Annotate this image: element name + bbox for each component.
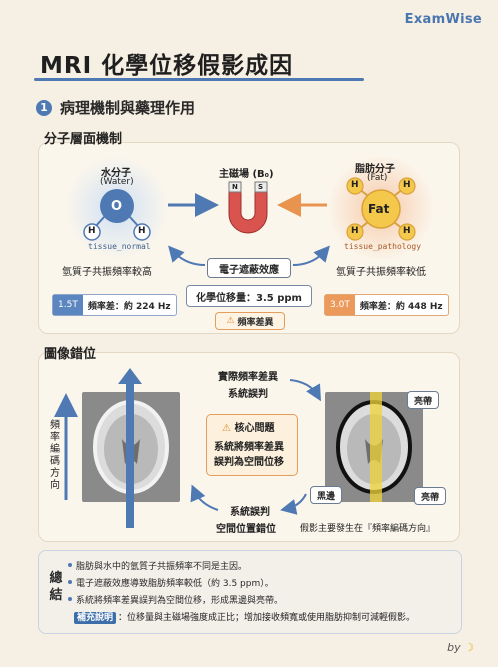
- page-title: MRI 化學位移假影成因: [40, 53, 294, 79]
- magnet-label: 主磁場 (B₀): [219, 169, 274, 180]
- summary-label: 總結: [49, 571, 63, 603]
- section-label: 病理機制與藥理作用: [60, 99, 196, 117]
- image-panel-title: 圖像錯位: [44, 347, 97, 362]
- encoding-direction-label: 頻率編碼方向: [50, 420, 60, 491]
- warning-icon: ⚠: [226, 316, 235, 326]
- supplement-tag: 補充說明: [74, 612, 117, 624]
- fat-symbol: Fat: [368, 202, 390, 216]
- fat-hydrogen-atom: [346, 223, 364, 241]
- spatial-error-text: 空間位置錯位: [216, 524, 276, 535]
- title-underline: [34, 78, 364, 81]
- arrow-shielding-to-water: [168, 245, 206, 266]
- magnet-pole-n: [228, 181, 242, 193]
- summary-bullet-1: 脂肪與水中的氫質子共振頻率不同是主因。: [67, 559, 247, 572]
- artifact-brain-image: [325, 392, 423, 502]
- oxygen-symbol: O: [111, 199, 123, 214]
- misjudge-bottom-text: 系統誤判: [230, 507, 270, 518]
- section-number: 1: [36, 99, 52, 116]
- magnet-n-label: N: [232, 183, 238, 191]
- system-misjudge-text: 系統誤判: [228, 389, 268, 400]
- fat-hydrogen-atom: [398, 223, 416, 241]
- warning-icon: ⚠: [222, 423, 231, 434]
- summary-supplement: 補充說明：位移量與主磁場強度成正比；增加接收頻寬或使用脂肪抑制可減輕假影。: [74, 610, 415, 624]
- encoding-note: 假影主要發生在『頻率編碼方向』: [300, 524, 436, 534]
- fat-hydrogen-atom: [398, 177, 416, 195]
- fat-hydrogen-atom: [346, 177, 364, 195]
- core-problem-text-1: 系統將頻率差異: [214, 442, 284, 453]
- magnet-icon: [228, 187, 268, 234]
- fat-molecule: [361, 189, 401, 229]
- frequency-warning-box: ⚠ 頻率差異: [215, 312, 285, 330]
- arrow-to-normal: [190, 484, 219, 511]
- bright-band-label-bottom: 亮帶: [414, 487, 446, 505]
- summary-bullet-2: 電子遮蔽效應導致脂肪頻率較低（約 3.5 ppm）。: [68, 576, 274, 589]
- water-label: 水分子: [101, 168, 131, 179]
- core-problem-box: [206, 414, 298, 476]
- water-oxygen-atom: [100, 189, 134, 223]
- hydrogen-symbol: H: [88, 226, 96, 236]
- encoding-direction-arrow-head: [118, 368, 142, 384]
- shielding-box: 電子遮蔽效應: [207, 258, 291, 278]
- water-hydrogen-atom: [83, 223, 101, 241]
- footer-signature: by ☽: [447, 641, 474, 654]
- hydrogen-symbol: H: [351, 226, 359, 236]
- hydrogen-symbol: H: [403, 180, 411, 190]
- water-tissue-tag: tissue_normal: [88, 242, 151, 251]
- water-frequency-text: 氫質子共振頻率較高: [62, 267, 152, 278]
- molecular-panel-title: 分子層面機制: [44, 132, 123, 147]
- water-hydrogen-atom: [133, 223, 151, 241]
- water-sublabel: (Water): [100, 177, 134, 187]
- hydrogen-symbol: H: [138, 226, 146, 236]
- fat-tissue-tag: tissue_pathology: [344, 242, 422, 251]
- encoding-direction-arrow-shaft: [126, 380, 134, 528]
- fat-label: 脂肪分子: [355, 164, 395, 175]
- actual-frequency-text: 實際頻率差異: [218, 372, 278, 383]
- banana-icon: ☽: [464, 641, 474, 654]
- chemical-shift-box: 化學位移量：3.5 ppm: [186, 285, 312, 307]
- arrow-to-artifact: [289, 379, 321, 402]
- arrow-shielding-to-fat: [292, 245, 330, 266]
- bright-band-label-top: 亮帶: [407, 391, 439, 409]
- core-problem-title: ⚠ 核心問題: [222, 423, 275, 434]
- fat-frequency-text: 氫質子共振頻率較低: [336, 267, 426, 278]
- hydrogen-symbol: H: [351, 180, 359, 190]
- fat-sublabel: (Fat): [367, 173, 388, 183]
- brand-logo: ExamWise: [404, 12, 482, 27]
- magnet-pole-s: [254, 181, 268, 193]
- magnet-s-label: S: [258, 183, 264, 191]
- dark-edge-label: 黑邊: [310, 486, 342, 504]
- arrow-artifact-to-bottom: [280, 493, 307, 515]
- hydrogen-symbol: H: [403, 226, 411, 236]
- core-problem-text-2: 誤判為空間位移: [214, 457, 284, 468]
- section-heading: 1 病理機制與藥理作用: [36, 97, 195, 118]
- summary-bullet-3: 系統將頻率差異誤判為空間位移，形成黑邊與亮帶。: [67, 593, 283, 606]
